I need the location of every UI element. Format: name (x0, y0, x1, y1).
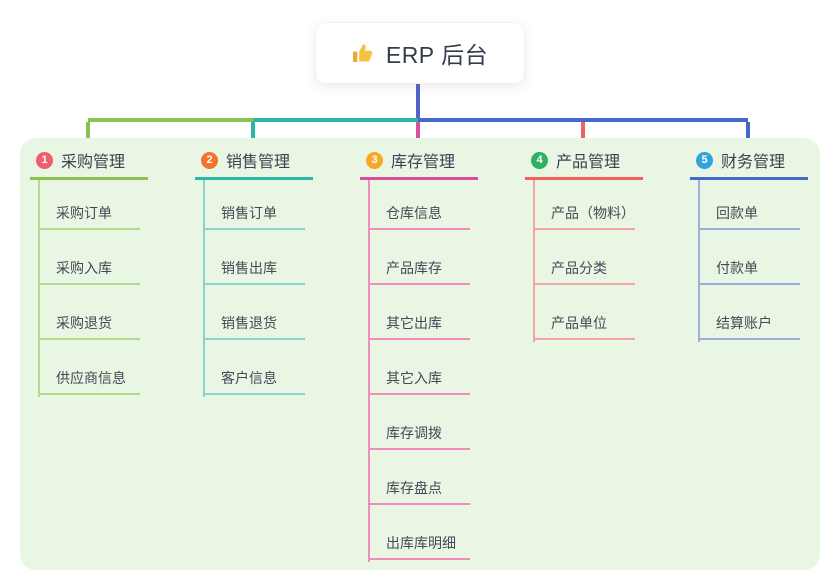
root-title: ERP 后台 (385, 42, 489, 68)
branches-panel (20, 138, 820, 570)
branch-1-header[interactable]: 1 采购管理 (30, 148, 148, 180)
branch-title: 产品管理 (556, 154, 621, 171)
branch-number-badge: 4 (531, 151, 548, 169)
branch-4-item-1[interactable]: 产品（物料） (533, 203, 635, 230)
branch-4-header[interactable]: 4 产品管理 (525, 148, 643, 180)
branch-3-header[interactable]: 3 库存管理 (360, 148, 478, 180)
branch-bar-segment (88, 118, 253, 122)
branch-number-badge: 5 (696, 151, 713, 169)
branch-4-item-3[interactable]: 产品单位 (533, 313, 635, 340)
branch-2-item-1[interactable]: 销售订单 (203, 203, 305, 230)
branch-title: 采购管理 (61, 154, 126, 171)
branch-rail-line (203, 177, 205, 397)
branch-3-item-1[interactable]: 仓库信息 (368, 203, 470, 230)
branch-3-item-6[interactable]: 库存盘点 (368, 478, 470, 505)
branch-3-item-3[interactable]: 其它出库 (368, 313, 470, 340)
branch-title: 库存管理 (391, 154, 456, 171)
branch-1-item-3[interactable]: 采购退货 (38, 313, 140, 340)
branch-rail-line (533, 177, 535, 342)
trunk-line (416, 82, 420, 122)
branch-3-item-7[interactable]: 出库库明细 (368, 533, 470, 560)
branch-title: 财务管理 (721, 154, 786, 171)
branch-2-item-4[interactable]: 客户信息 (203, 368, 305, 395)
branch-bar-segment (418, 118, 748, 122)
branch-number-badge: 3 (366, 151, 383, 169)
branch-1-item-2[interactable]: 采购入库 (38, 258, 140, 285)
branch-4-item-2[interactable]: 产品分类 (533, 258, 635, 285)
branch-rail-line (38, 177, 40, 397)
branch-5-item-3[interactable]: 结算账户 (698, 313, 800, 340)
branch-number-badge: 1 (36, 151, 53, 169)
root-node[interactable]: ERP 后台 (315, 22, 525, 84)
branch-2-item-3[interactable]: 销售退货 (203, 313, 305, 340)
branch-5-header[interactable]: 5 财务管理 (690, 148, 808, 180)
branch-rail-line (698, 177, 700, 342)
branch-2-header[interactable]: 2 销售管理 (195, 148, 313, 180)
branch-3-item-2[interactable]: 产品库存 (368, 258, 470, 285)
branch-3-item-4[interactable]: 其它入库 (368, 368, 470, 395)
branch-1-item-4[interactable]: 供应商信息 (38, 368, 140, 395)
branch-bar-segment (253, 118, 418, 122)
branch-1-item-1[interactable]: 采购订单 (38, 203, 140, 230)
branch-number-badge: 2 (201, 151, 218, 169)
branch-title: 销售管理 (226, 154, 291, 171)
branch-rail-line (368, 177, 370, 562)
thumbs-up-icon (352, 41, 376, 65)
branch-5-item-2[interactable]: 付款单 (698, 258, 800, 285)
branch-3-item-5[interactable]: 库存调拨 (368, 423, 470, 450)
branch-5-item-1[interactable]: 回款单 (698, 203, 800, 230)
branch-2-item-2[interactable]: 销售出库 (203, 258, 305, 285)
